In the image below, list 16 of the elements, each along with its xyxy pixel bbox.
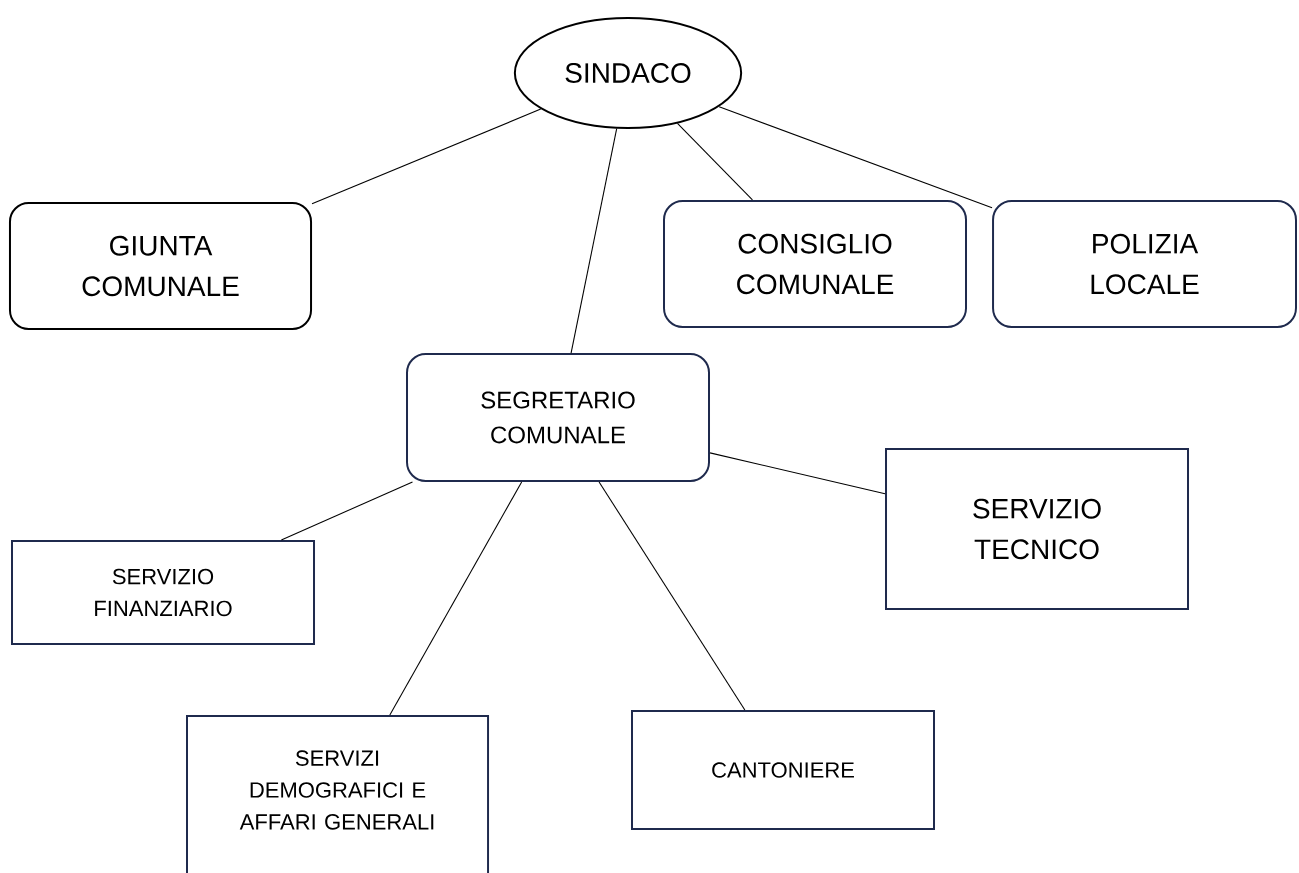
rectangle-box: CANTONIERE	[631, 710, 935, 830]
connector-line	[280, 481, 413, 541]
connector-line	[709, 452, 886, 495]
connector-line	[311, 108, 542, 205]
rectangle-box: SERVIZIO TECNICO	[885, 448, 1189, 610]
rounded-box: SEGRETARIO COMUNALE	[406, 353, 710, 482]
rounded-box: POLIZIA LOCALE	[992, 200, 1297, 328]
connector-line	[570, 128, 618, 354]
rectangle-box: SERVIZIO FINANZIARIO	[11, 540, 315, 645]
connector-line	[676, 122, 753, 201]
rounded-box: CONSIGLIO COMUNALE	[663, 200, 967, 328]
rounded-box: GIUNTA COMUNALE	[8, 202, 313, 330]
ellipse-node: SINDACO	[513, 17, 743, 129]
connector-line	[598, 481, 746, 711]
connector-line	[718, 106, 993, 209]
connector-line	[389, 481, 523, 716]
